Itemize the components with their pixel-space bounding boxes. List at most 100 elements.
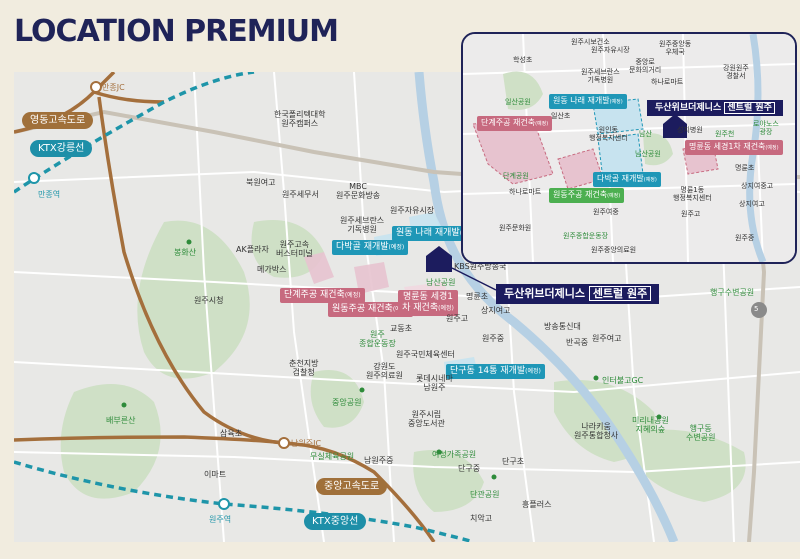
inset-wondong-narae[interactable]: 원동 나래 재개발(예정)	[549, 94, 627, 109]
manjong-ic-dot	[90, 81, 102, 93]
place-gangwon-hosp: 강원도 원주의료원	[366, 362, 403, 381]
place-wonju-girls-hs: 원주여고	[592, 334, 622, 343]
place-yeoseong-park: 여성가족공원	[432, 450, 477, 459]
place-bonghwasan: 봉화산	[174, 248, 197, 257]
wonju-station-label: 원주역	[209, 515, 232, 524]
place-wonju-tax: 원주세무서	[282, 190, 319, 199]
place-library: 원주시립 중앙도서관	[408, 410, 445, 429]
place-mbc: MBC 원주문화방송	[336, 182, 381, 201]
inset-place-hanaro2: 하나로마트	[509, 188, 542, 196]
inset-place-wondong-center: 원인동 행정복지센터	[589, 126, 628, 143]
inset-highlight-label[interactable]: 두산위브더제니스 센트럴 원주	[647, 100, 783, 116]
place-namwonju-ms: 남원주중	[364, 456, 394, 465]
place-namsan-park: 남산공원	[426, 278, 456, 287]
highlight-pin	[426, 246, 452, 272]
national-road-5-label: 5	[754, 305, 759, 313]
namwonju-ic-dot	[278, 437, 290, 449]
place-hyundai-plaza: 흥플러스	[522, 500, 552, 509]
place-emart: 이마트	[204, 470, 227, 479]
park-areas	[60, 220, 746, 512]
place-gym: 원주국민체육센터	[396, 350, 455, 359]
inset-place-hosp: 원주중앙의료원	[591, 246, 637, 254]
inset-place-culture-center: 원주문화원	[499, 224, 532, 232]
place-wonju-market: 원주자유시장	[390, 206, 435, 215]
ktx-jungang-label: KTX중앙선	[304, 513, 367, 530]
inset-place-hanaro: 하나로마트	[651, 78, 684, 86]
manjong-station-label: 만종역	[38, 190, 61, 199]
place-dangwan-park: 단관공원	[470, 490, 500, 499]
inset-place-namsan-park: 남산공원	[635, 150, 661, 158]
place-sangji-girls: 상지여고	[481, 306, 511, 315]
inset-place-myeongryun-es: 명륜초	[735, 164, 755, 172]
inset-place-ilsan-park: 일산공원	[505, 98, 531, 106]
place-bangok-ms: 반곡중	[566, 338, 589, 347]
place-chiak-hs: 치악고	[470, 514, 493, 523]
inset-dangyegugong[interactable]: 단계주공 재건축(예정)	[477, 116, 553, 131]
inset-place-plaza: 로야노스 광장	[753, 120, 779, 137]
place-kpoly: 한국폴리텍대학 원주캠퍼스	[274, 110, 326, 129]
place-interbullo: 인터불고GC	[602, 376, 644, 385]
place-nara: 나라키움 원주통합청사	[574, 422, 619, 441]
highlight-label[interactable]: 두산위브더제니스 센트럴 원주	[496, 284, 660, 304]
inset-place-stream: 원주천	[715, 130, 735, 138]
ktx-lines	[14, 72, 475, 542]
place-haenggu-lake: 행구동 수변공원	[686, 424, 716, 443]
page-title: LOCATION PREMIUM	[14, 14, 339, 49]
place-haenggu-park: 행구수변공원	[710, 288, 755, 297]
yeongdong-expressway-label: 영동고속도로	[22, 112, 94, 129]
inset-dabakgol[interactable]: 다박골 재개발(예정)	[593, 172, 661, 187]
wonju-station-dot	[218, 498, 230, 510]
inset-base	[463, 34, 795, 262]
inset-place-wonju-ms: 원주중	[735, 234, 755, 242]
inset-place-wonju-school: 원주시보건소	[571, 38, 610, 46]
dangu14-project[interactable]: 단구동 14통 재개발(예정)	[446, 364, 545, 379]
inset-place-police: 강원원주 경찰서	[723, 64, 749, 81]
place-samkwang: 삼육초	[220, 429, 243, 438]
inset-place-culture: 중앙로 문화의거리	[629, 58, 662, 75]
place-city-hall: 원주시청	[194, 296, 224, 305]
inset-place-stadium: 원주종합운동장	[563, 232, 609, 240]
ktx-gangneung-label: KTX강릉선	[30, 140, 93, 157]
place-lotte-cinema: 롯데시네마 남원주	[416, 374, 453, 393]
inset-place-ilsan-es: 일산초	[551, 112, 571, 120]
place-severance: 원주세브란스 기독병원	[340, 216, 385, 235]
inset-place-seongji: 성지병원	[677, 126, 703, 134]
place-ak-plaza: AK플라자	[236, 245, 269, 254]
place-wonju-hs: 원주고	[446, 314, 469, 323]
inset-map[interactable]: 두산위브더제니스 센트럴 원주 원동 나래 재개발(예정) 단계주공 재건축(예…	[461, 32, 797, 264]
place-gyodong-es: 교동초	[390, 324, 413, 333]
place-danggu-es: 단구초	[502, 457, 525, 466]
jungang-expressway-label: 중앙고속도로	[316, 478, 388, 495]
namwonju-ic-label: 남원주IC	[291, 439, 322, 448]
place-myeongryun-es: 명륜초	[466, 292, 489, 301]
inset-place-sangji-ms: 상지여중고	[741, 182, 774, 190]
place-bangong: 방송통신대	[544, 322, 581, 331]
inset-place-wonju-girls-ms: 원주여중	[593, 208, 619, 216]
manjong-ic-label: 만종JC	[102, 83, 125, 92]
place-baebusan: 배부른산	[106, 416, 136, 425]
place-bus-terminal: 원주고속 버스터미널	[276, 240, 313, 259]
place-sports-park: 무실체육공원	[310, 452, 355, 461]
place-kbs: KBS원주방송국	[454, 262, 507, 271]
manjong-station-dot	[28, 172, 40, 184]
expressways	[14, 72, 436, 542]
inset-myeongryun[interactable]: 명륜동 세경1차 재건축(예정)	[685, 140, 783, 155]
dangyegugong-project[interactable]: 단계주공 재건축(예정)	[280, 288, 365, 303]
place-stadium: 원주 종합운동장	[359, 330, 396, 349]
inset-place-namsan: 남산	[639, 130, 652, 138]
place-megabox: 메가박스	[257, 265, 287, 274]
inset-place-dangye-park: 단계공원	[503, 172, 529, 180]
inset-wondongjugong[interactable]: 원동주공 재건축(예정)	[549, 188, 625, 203]
inset-place-post: 원주중앙동 우체국	[659, 40, 692, 57]
place-bukwon-hs: 북원여고	[246, 178, 276, 187]
myeongryun-project[interactable]: 명륜동 세경1차 재건축(예정)	[398, 290, 458, 316]
place-court: 춘천지방 검찰청	[289, 359, 319, 378]
inset-place-sangji-hs: 상지여고	[739, 200, 765, 208]
place-danggu-ms: 단구중	[458, 464, 481, 473]
place-jungang-park: 중앙공원	[332, 398, 362, 407]
inset-place-severance: 원주세브란스 기독병원	[581, 68, 620, 85]
dabakgol-project[interactable]: 다박골 재개발(예정)	[332, 240, 409, 255]
place-mirinae: 미리내공원 지혜의숲	[632, 416, 669, 435]
inset-place-hakseong: 학성초	[513, 56, 533, 64]
inset-place-wonju-hs: 원주고	[681, 210, 701, 218]
